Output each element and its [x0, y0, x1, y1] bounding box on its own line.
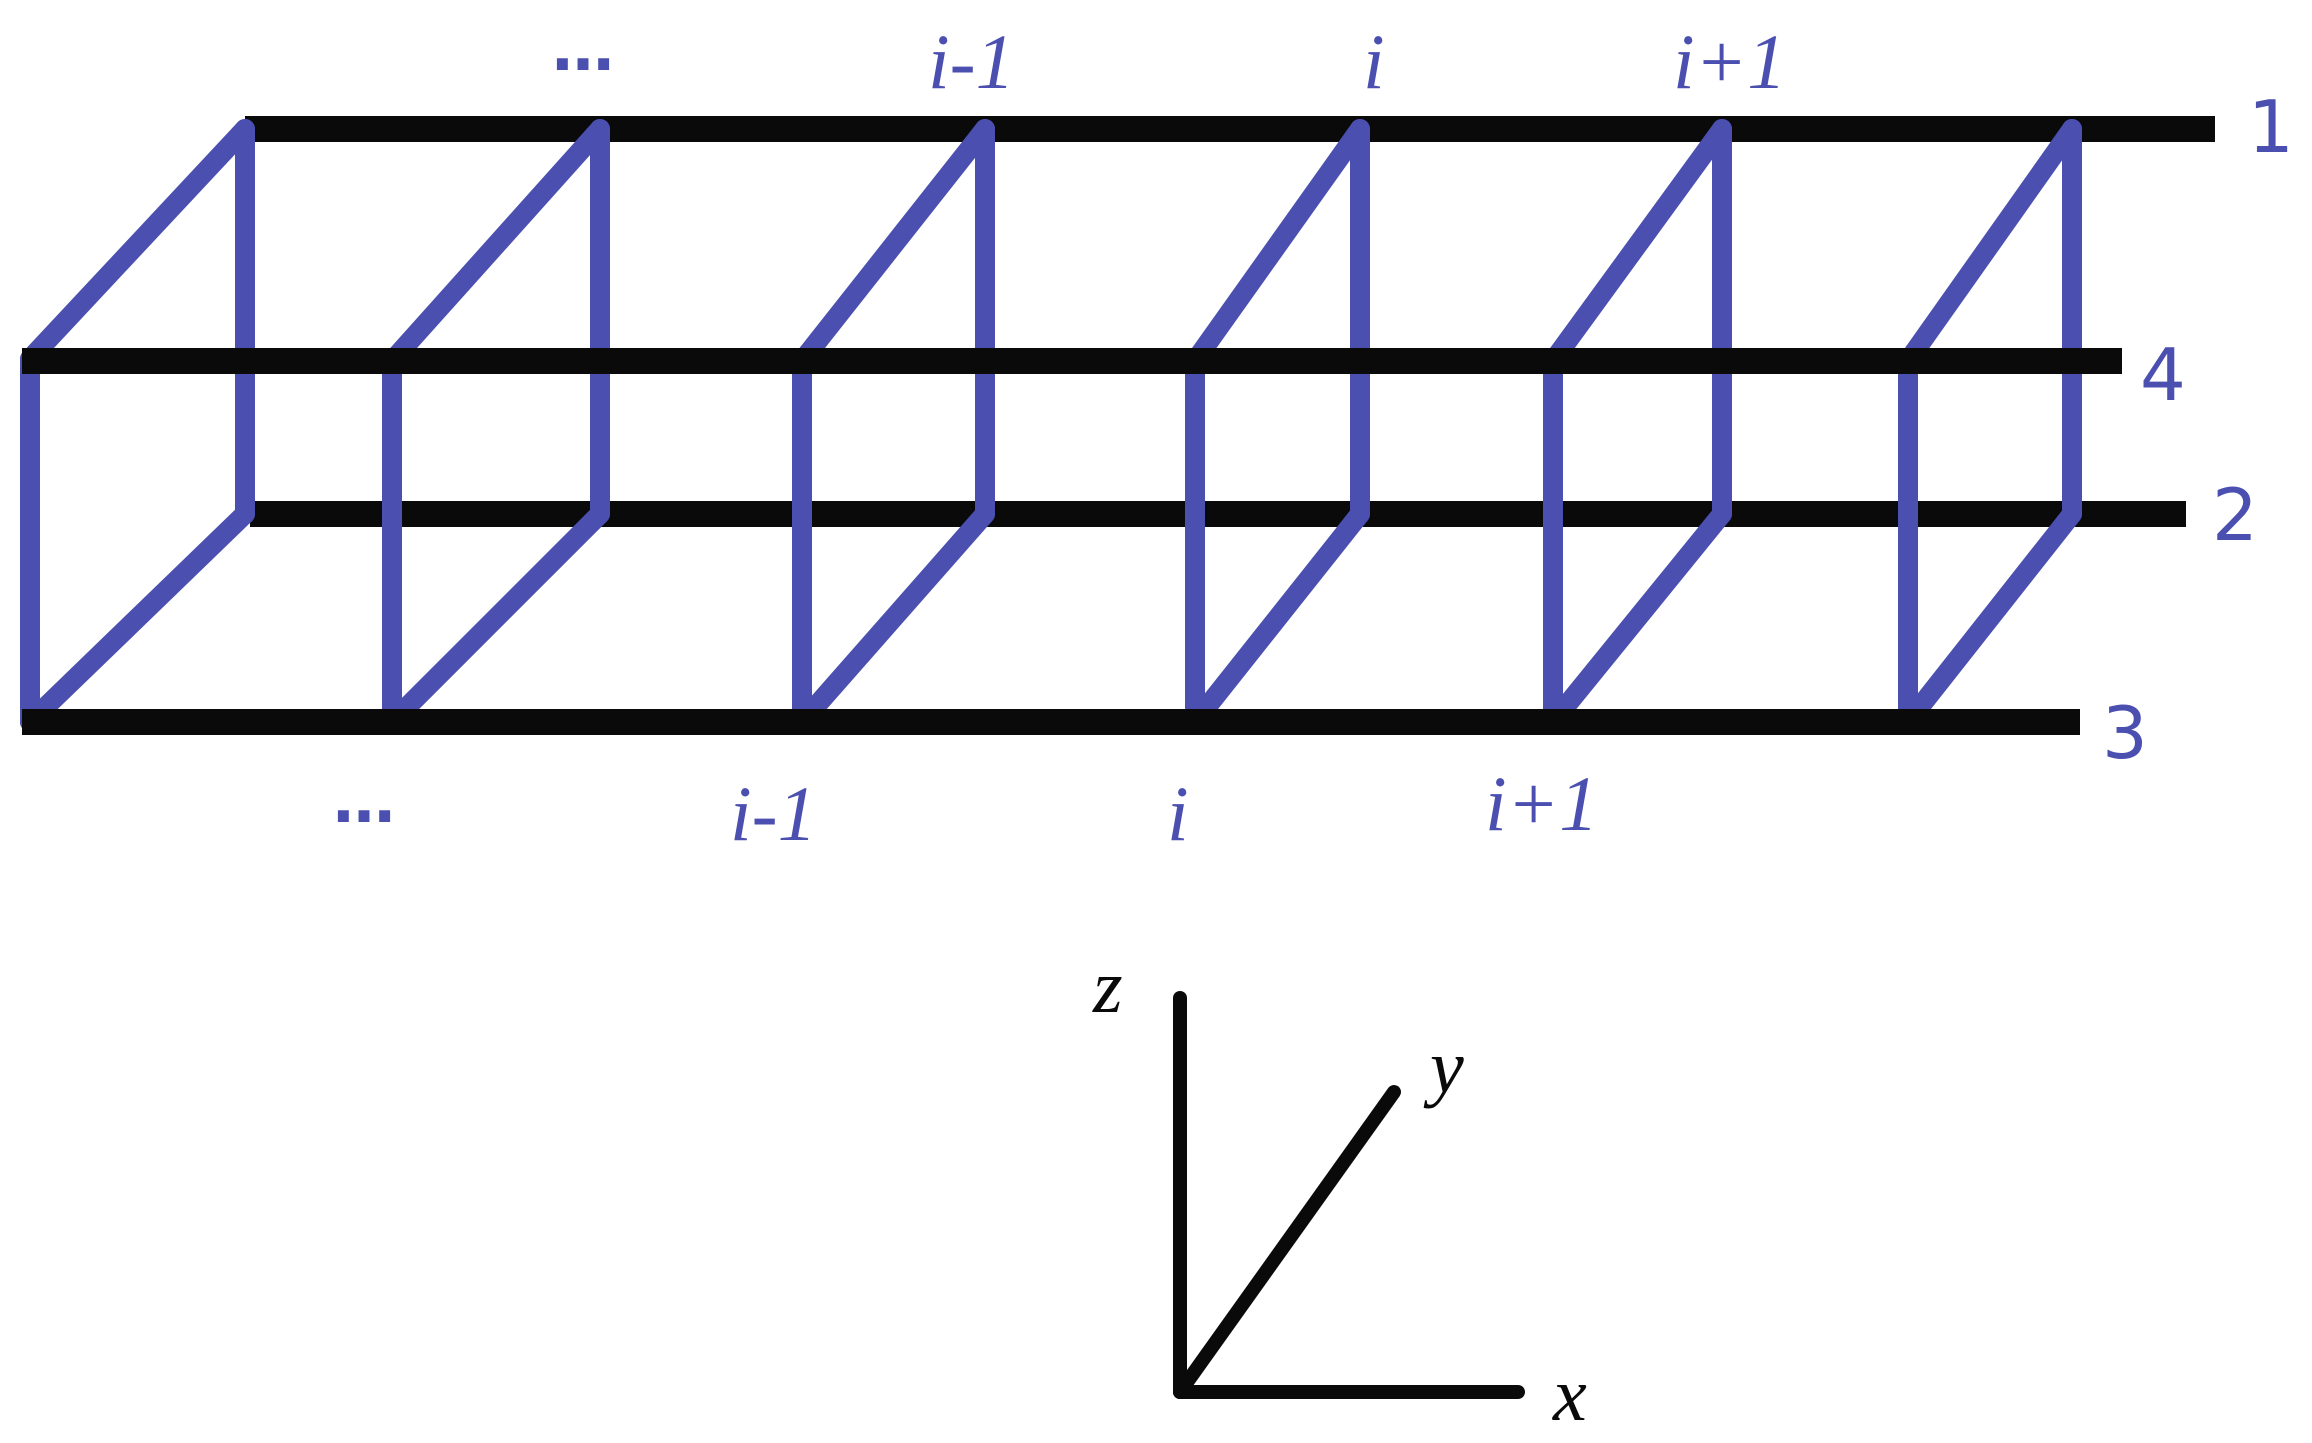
rail-label-4: 4	[2140, 333, 2186, 417]
rail-label-1: 1	[2248, 85, 2294, 169]
frame-right	[1898, 119, 2082, 732]
top-label-i: i	[1363, 18, 1385, 105]
frame-i-plus-1	[1543, 119, 1732, 732]
rail-label-3: 3	[2102, 691, 2148, 775]
bottom-label-i-plus-1: i+1	[1485, 760, 1598, 847]
bottom-label-i: i	[1167, 770, 1189, 857]
axes-triad: z y x	[1092, 945, 1587, 1437]
axis-label-z: z	[1092, 945, 1123, 1029]
frame-box-left	[20, 119, 255, 732]
bottom-label-i-minus-1: i-1	[730, 770, 817, 857]
y-axis	[1173, 1085, 1401, 1399]
frames-group	[20, 119, 2082, 732]
rail-label-2: 2	[2212, 473, 2258, 557]
axis-label-x: x	[1552, 1353, 1587, 1437]
frame-i-minus-1	[792, 119, 995, 732]
top-label-i-minus-1: i-1	[928, 18, 1015, 105]
top-label-dots: …	[552, 12, 614, 85]
frame-i	[1185, 119, 1370, 732]
axis-label-y: y	[1423, 1025, 1464, 1109]
bottom-label-dots: …	[333, 764, 395, 837]
frame-dots	[382, 119, 610, 732]
top-label-i-plus-1: i+1	[1673, 18, 1786, 105]
